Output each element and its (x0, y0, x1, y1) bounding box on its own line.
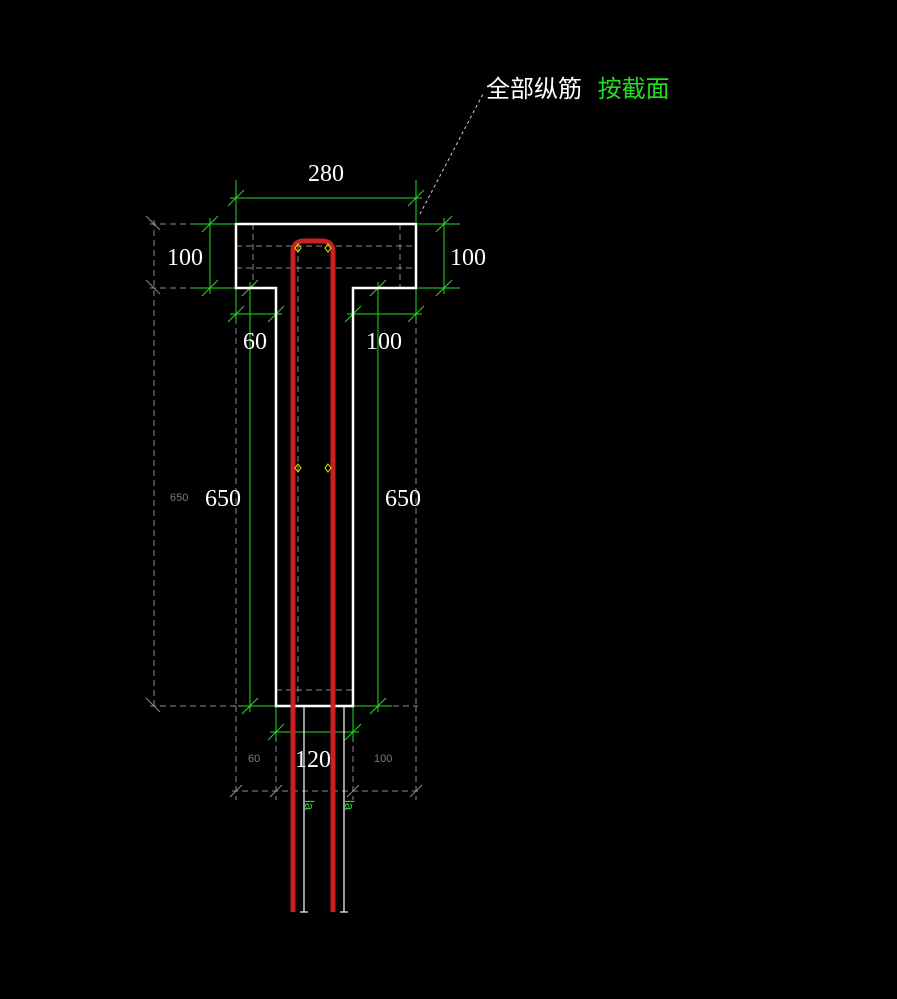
overhang-right-label: 100 (366, 329, 402, 355)
rebar-markers (294, 243, 332, 473)
outer-bottom-left-label: 60 (248, 753, 260, 765)
leader-line (419, 91, 485, 215)
anchor-lines (300, 706, 348, 913)
flange-left-thickness-label: 100 (167, 245, 203, 271)
outer-ticks (145, 215, 423, 798)
outer-left-height-label: 650 (170, 492, 188, 504)
annotation-part1: 全部纵筋 (486, 75, 582, 103)
annotation-part2: 按截面 (598, 75, 670, 103)
rebar-annotation: 全部纵筋 按截面 (486, 75, 670, 103)
top-width-label: 280 (308, 161, 344, 187)
anchor-left-label: la (302, 800, 317, 811)
web-width-label: 120 (295, 747, 331, 773)
construction-lines (150, 220, 420, 800)
web-left-height-label: 650 (205, 486, 241, 512)
outer-bottom-right-label: 100 (374, 753, 392, 765)
anchor-right-label: la (342, 800, 357, 811)
web-right-height-label: 650 (385, 486, 421, 512)
dimension-lines (194, 180, 460, 741)
t-section-outline (234, 222, 418, 708)
flange-right-thickness-label: 100 (450, 245, 486, 271)
overhang-left-label: 60 (243, 329, 267, 355)
longitudinal-rebar (290, 238, 336, 912)
